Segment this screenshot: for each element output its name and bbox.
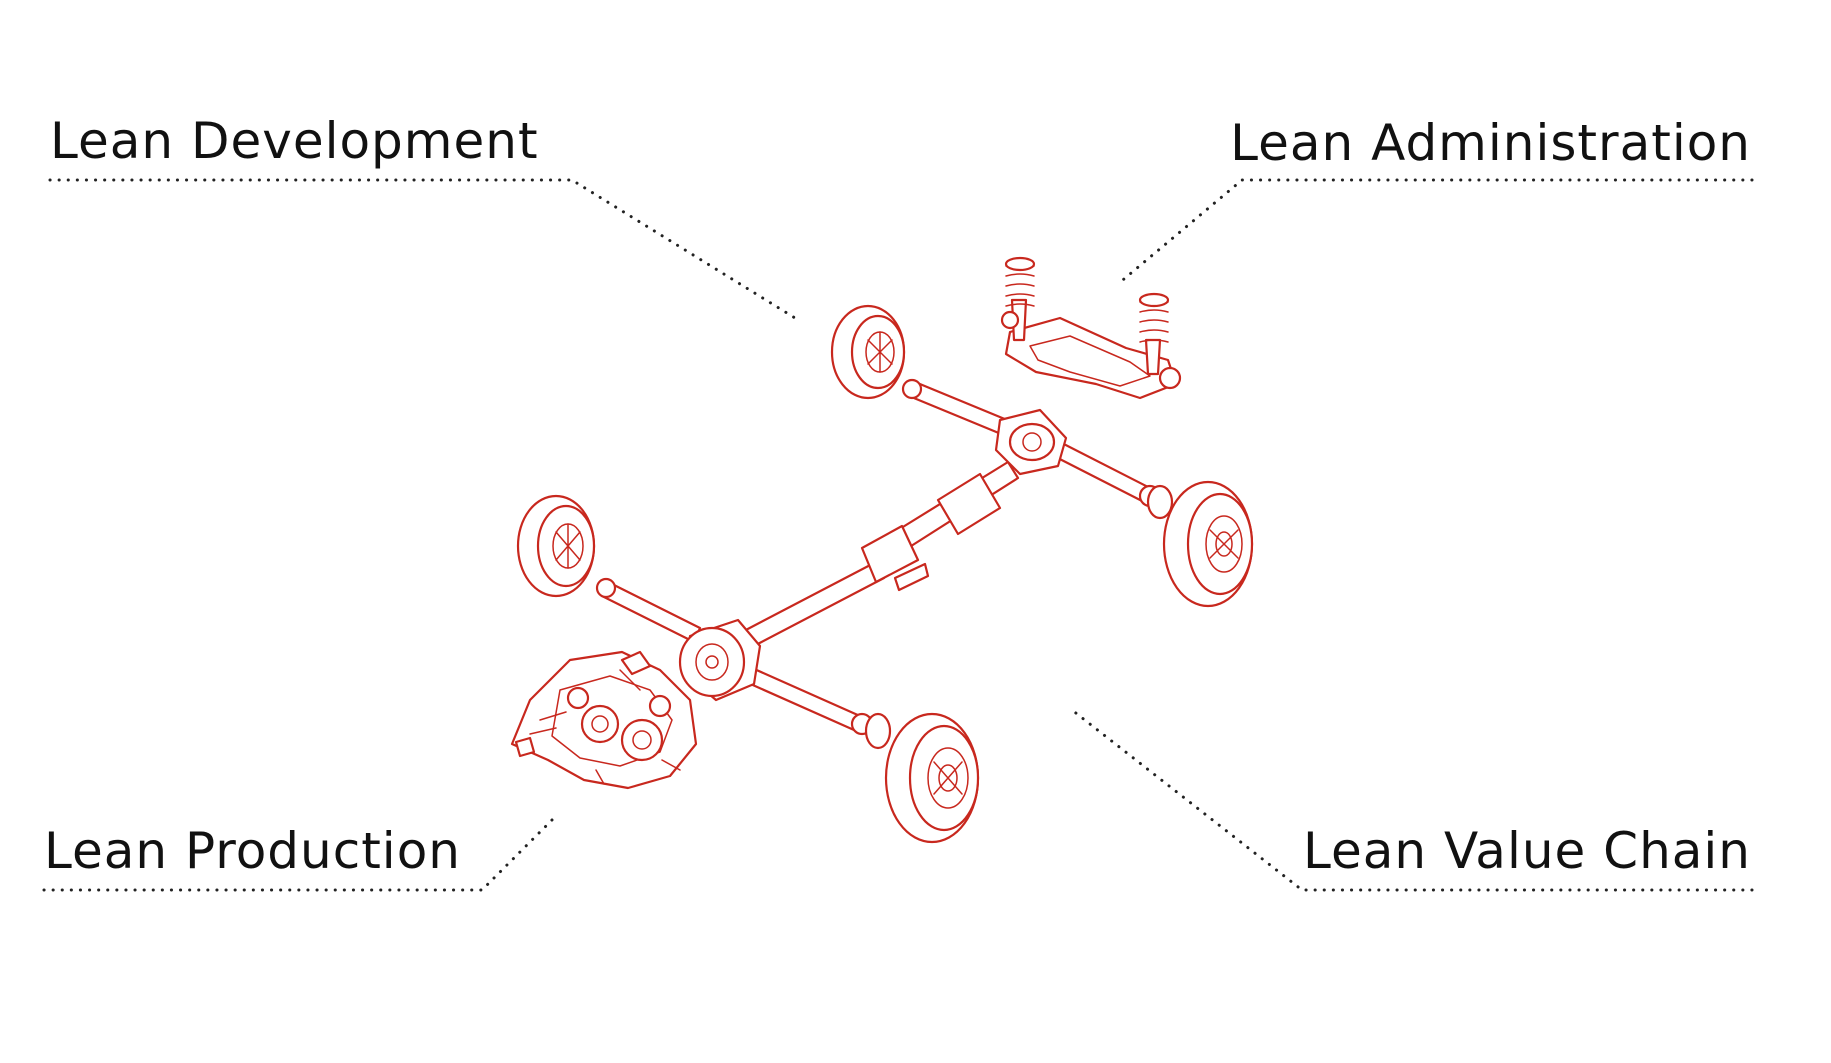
driveshaft [740,460,1020,650]
leader-line-production [42,818,554,892]
gearbox [510,650,698,790]
lean-development-label: Lean Development [50,112,539,170]
rear-suspension [1000,256,1182,400]
wheel-rear-left [830,304,906,400]
leader-line-administration [1116,178,1754,286]
car-chassis-drivetrain-icon [510,256,1254,844]
leader-line-development [48,178,797,320]
leader-line-value-chain [1070,708,1754,892]
front-differential [678,618,762,702]
wheel-front-left [516,494,596,598]
rear-differential [994,408,1068,476]
lean-administration-label: Lean Administration [1230,114,1751,172]
lean-production-label: Lean Production [44,822,461,880]
lean-value-chain-label: Lean Value Chain [1303,822,1751,880]
wheel-front-right [884,712,980,844]
wheel-rear-right [1162,480,1254,608]
